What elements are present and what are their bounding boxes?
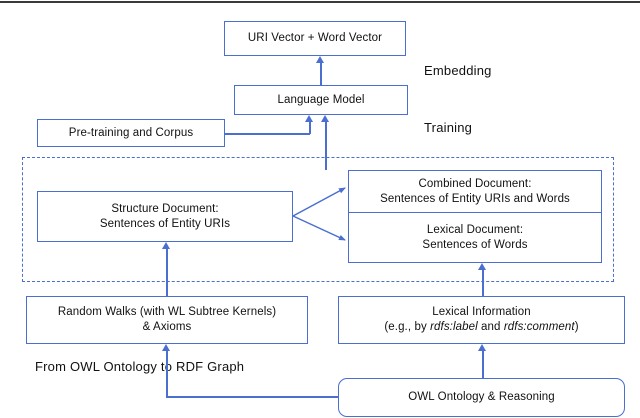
arrowhead-lexical-information (478, 344, 486, 351)
lexical-information-text: Lexical Information (e.g., by rdfs:label… (378, 305, 584, 335)
uri-word-vector-label: URI Vector + Word Vector (247, 32, 383, 44)
label-embedding: Embedding (424, 63, 492, 78)
rdfs-comment-term: rdfs:comment (503, 321, 575, 333)
connector-owl-to-randomwalks-vertical (166, 351, 168, 397)
arrowhead-urivector (316, 56, 324, 63)
box-pretraining-and-corpus[interactable]: Pre-training and Corpus (37, 119, 225, 147)
arrowhead-random-walks (162, 344, 170, 351)
box-random-walks[interactable]: Random Walks (with WL Subtree Kernels) &… (26, 296, 308, 344)
random-walks-line1: Random Walks (with WL Subtree Kernels) (57, 306, 277, 318)
language-model-label: Language Model (277, 93, 365, 106)
structure-document-line1: Structure Document: (111, 202, 219, 215)
combined-document-text: Combined Document: Sentences of Entity U… (374, 177, 576, 207)
connector-lexicalinfo-to-lexicaldoc (482, 270, 484, 296)
owl-ontology-reasoning-label: OWL Ontology & Reasoning (408, 391, 555, 403)
combined-document-line1: Combined Document: (418, 177, 532, 190)
box-lexical-information[interactable]: Lexical Information (e.g., by rdfs:label… (338, 296, 625, 344)
lexical-document-text: Lexical Document: Sentences of Words (416, 223, 533, 253)
connector-randomwalks-to-structuredoc (166, 249, 168, 296)
random-walks-text: Random Walks (with WL Subtree Kernels) &… (52, 305, 282, 335)
box-lexical-document[interactable]: Lexical Document: Sentences of Words (348, 212, 602, 263)
connector-combined-to-langmodel (325, 122, 327, 170)
box-combined-document[interactable]: Combined Document: Sentences of Entity U… (348, 170, 602, 213)
lexical-information-line2: (e.g., by rdfs:label and rdfs:comment) (384, 321, 578, 333)
connector-langmodel-to-urivector (320, 63, 322, 85)
lexical-info-suffix: ) (574, 321, 579, 333)
lexical-information-line1: Lexical Information (432, 306, 531, 318)
connector-owl-to-randomwalks-horizontal (166, 396, 339, 398)
combined-document-line2: Sentences of Entity URIs and Words (380, 192, 570, 205)
box-uri-word-vector[interactable]: URI Vector + Word Vector (224, 21, 406, 56)
lexical-info-prefix: (e.g., by (384, 321, 431, 333)
connector-pretraining-vertical (309, 122, 311, 134)
connector-owl-to-lexicalinfo (482, 351, 484, 378)
structure-document-line2: Sentences of Entity URIs (99, 217, 231, 230)
lexical-document-line1: Lexical Document: (426, 223, 524, 236)
box-language-model[interactable]: Language Model (234, 85, 408, 115)
rdfs-label-term: rdfs:label (430, 321, 478, 333)
box-owl-ontology-reasoning[interactable]: OWL Ontology & Reasoning (338, 378, 625, 417)
label-training: Training (424, 120, 473, 135)
connector-pretraining-horizontal (225, 133, 310, 135)
lexical-document-line2: Sentences of Words (422, 238, 528, 251)
random-walks-line2: & Axioms (142, 321, 192, 333)
arrowhead-structure-document (162, 242, 170, 249)
box-structure-document[interactable]: Structure Document: Sentences of Entity … (37, 191, 293, 242)
document-generation-group-region (22, 157, 614, 282)
arrowhead-language-model-right (321, 115, 329, 122)
structure-document-text: Structure Document: Sentences of Entity … (94, 202, 236, 232)
label-from-owl-to-rdf: From OWL Ontology to RDF Graph (35, 359, 245, 374)
lexical-info-conjunction: and (477, 321, 504, 333)
top-divider-rule (0, 1, 640, 3)
arrowhead-lexical-document (478, 263, 486, 270)
pretraining-and-corpus-label: Pre-training and Corpus (68, 126, 194, 139)
arrowhead-language-model-left (305, 115, 313, 122)
